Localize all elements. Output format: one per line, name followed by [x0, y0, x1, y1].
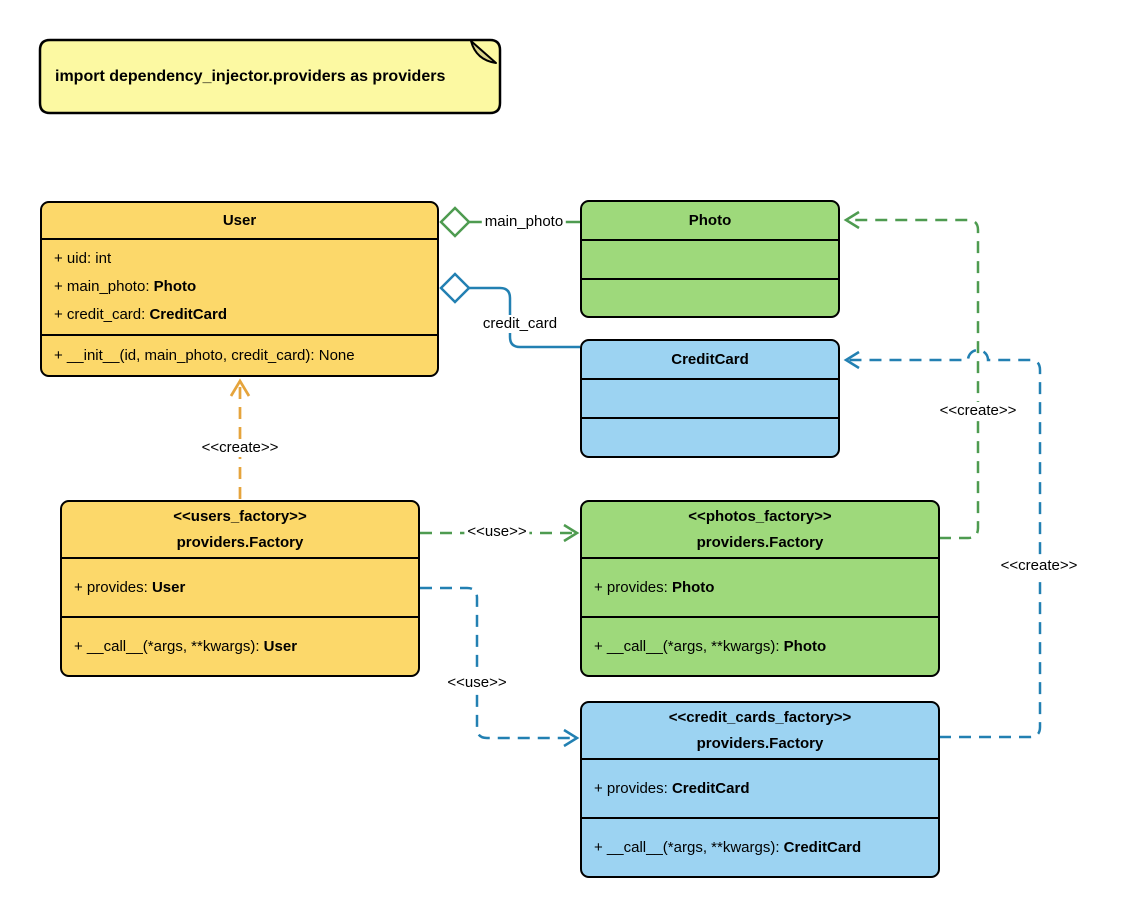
class-users-factory-attributes: + provides: User [62, 557, 418, 616]
stereotype: <<users_factory>> [173, 507, 307, 525]
class-credit-cards-factory-title: <<credit_cards_factory>> providers.Facto… [582, 703, 938, 758]
edge-label-create-photo: <<create>> [936, 402, 1020, 420]
class-photos-factory-title: <<photos_factory>> providers.Factory [582, 502, 938, 557]
class-photo-methods [582, 277, 838, 317]
use-credit-cards-factory-arrowhead [563, 728, 580, 748]
class-photos-factory-name: providers.Factory [696, 533, 824, 551]
edge-label-create-user: <<create>> [198, 439, 282, 457]
class-photos-factory: <<photos_factory>> providers.Factory + p… [580, 500, 940, 677]
create-user-arrowhead [229, 378, 251, 397]
class-users-factory-methods: + __call__(*args, **kwargs): User [62, 616, 418, 675]
edge-label-main-photo: main_photo [481, 213, 567, 231]
note: import dependency_injector.providers as … [40, 40, 500, 113]
class-credit-cards-factory: <<credit_cards_factory>> providers.Facto… [580, 701, 940, 878]
attribute-line: + main_photo: Photo [54, 278, 197, 295]
class-user-attributes: + uid: int + main_photo: Photo + credit_… [42, 238, 437, 334]
edge-label-create-credit-card: <<create>> [997, 557, 1081, 575]
create-credit-card-line [846, 348, 1042, 739]
stereotype: <<credit_cards_factory>> [668, 708, 852, 726]
attribute-line: + uid: int [54, 250, 112, 267]
class-credit-cards-factory-methods: + __call__(*args, **kwargs): CreditCard [582, 817, 938, 876]
class-users-factory-name: providers.Factory [176, 533, 304, 551]
method-line: + __call__(*args, **kwargs): CreditCard [594, 838, 862, 856]
create-photo-arrowhead [843, 210, 860, 230]
stereotype: <<photos_factory>> [688, 507, 832, 525]
class-photo: Photo [580, 200, 840, 318]
class-user-title: User [42, 203, 437, 238]
note-shape [38, 38, 502, 115]
method-line: + __call__(*args, **kwargs): Photo [594, 637, 827, 655]
edge-label-use-credit-cards-factory: <<use>> [444, 674, 510, 692]
method-line: + __call__(*args, **kwargs): User [74, 637, 298, 655]
class-credit-card-attributes [582, 378, 838, 417]
class-photo-attributes [582, 239, 838, 278]
class-user-name: User [222, 211, 257, 229]
create-photo-line [846, 218, 980, 540]
class-photo-name: Photo [688, 211, 732, 229]
class-photos-factory-attributes: + provides: Photo [582, 557, 938, 616]
class-credit-card-name: CreditCard [671, 350, 749, 368]
aggregation-diamond-main-photo [439, 206, 471, 238]
class-credit-card: CreditCard [580, 339, 840, 458]
method-line: + __init__(id, main_photo, credit_card):… [54, 346, 355, 364]
class-credit-cards-factory-attributes: + provides: CreditCard [582, 758, 938, 817]
attribute-line: + provides: CreditCard [594, 779, 750, 797]
class-user: User + uid: int + main_photo: Photo + cr… [40, 201, 439, 377]
class-user-methods: + __init__(id, main_photo, credit_card):… [42, 334, 437, 375]
class-credit-cards-factory-name: providers.Factory [696, 734, 824, 752]
use-photos-factory-arrowhead [563, 523, 580, 543]
class-credit-card-title: CreditCard [582, 341, 838, 378]
note-fold-icon [470, 40, 497, 64]
note-label: import dependency_injector.providers as … [55, 67, 446, 85]
edge-label-use-photos-factory: <<use>> [464, 523, 530, 541]
attribute-line: + provides: Photo [594, 578, 715, 596]
use-credit-cards-factory-line [420, 586, 574, 740]
class-photo-title: Photo [582, 202, 838, 239]
aggregation-diamond-credit-card [439, 272, 471, 304]
class-photos-factory-methods: + __call__(*args, **kwargs): Photo [582, 616, 938, 675]
edge-label-credit-card: credit_card [479, 315, 561, 333]
attribute-line: + provides: User [74, 578, 186, 596]
create-credit-card-arrowhead [843, 350, 860, 370]
attribute-line: + credit_card: CreditCard [54, 306, 227, 323]
class-users-factory-title: <<users_factory>> providers.Factory [62, 502, 418, 557]
class-credit-card-methods [582, 417, 838, 456]
class-users-factory: <<users_factory>> providers.Factory + pr… [60, 500, 420, 677]
